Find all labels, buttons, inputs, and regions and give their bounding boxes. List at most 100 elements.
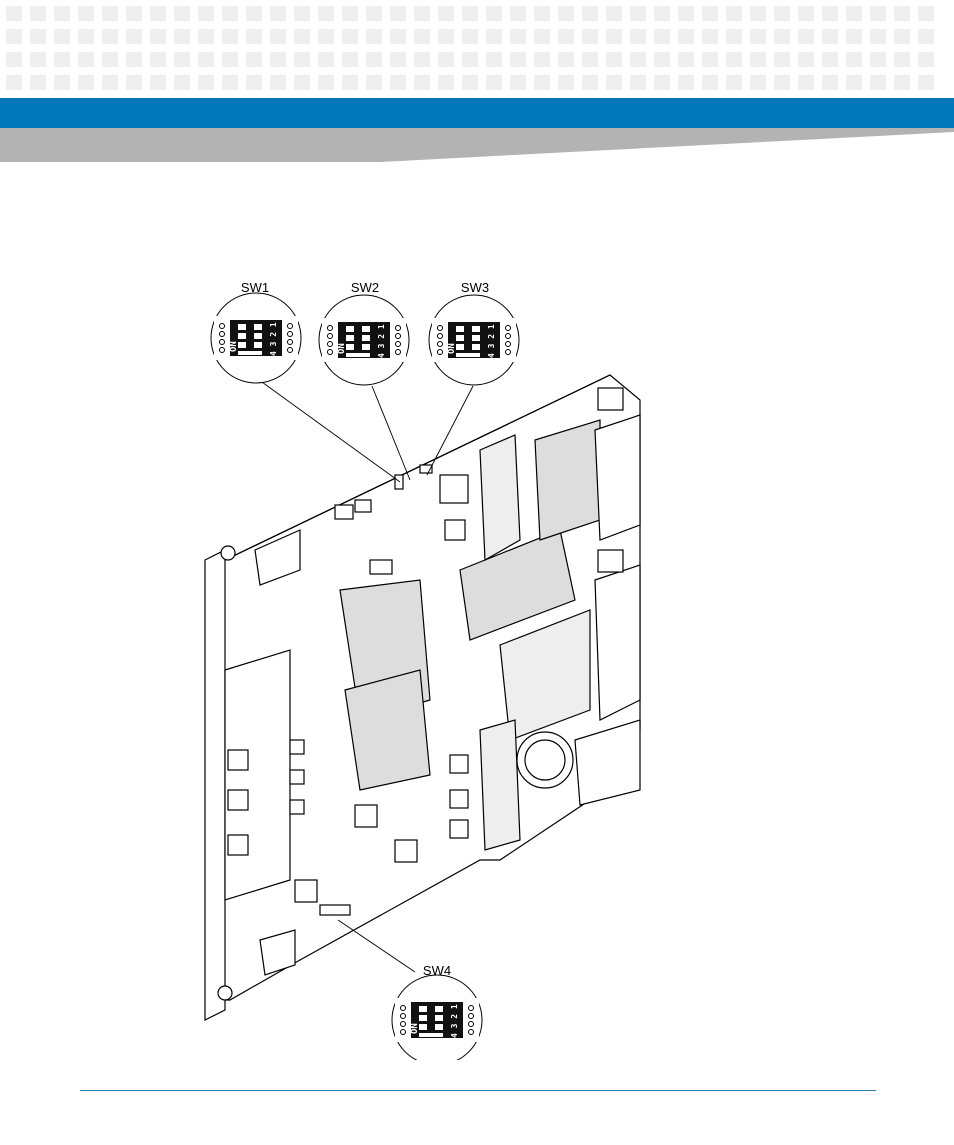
pattern-square <box>6 29 22 44</box>
pattern-square <box>510 52 526 67</box>
pattern-square <box>30 29 46 44</box>
pattern-square <box>774 52 790 67</box>
pattern-square <box>30 6 46 21</box>
pattern-square <box>102 6 118 21</box>
pattern-square <box>510 29 526 44</box>
pattern-square <box>822 75 838 90</box>
pattern-square <box>30 75 46 90</box>
switch-callout-sw2: SW2 <box>319 280 409 385</box>
pattern-square <box>270 75 286 90</box>
pattern-square <box>294 6 310 21</box>
pattern-square <box>366 52 382 67</box>
pattern-square <box>774 75 790 90</box>
pattern-square <box>222 52 238 67</box>
pattern-square <box>606 52 622 67</box>
pattern-square <box>102 29 118 44</box>
pattern-square <box>750 52 766 67</box>
switch-callout-sw3: SW3 <box>429 280 519 385</box>
pattern-square <box>558 52 574 67</box>
pattern-square <box>630 52 646 67</box>
pattern-square <box>654 75 670 90</box>
pattern-square <box>6 75 22 90</box>
pattern-square <box>198 75 214 90</box>
pattern-square <box>366 75 382 90</box>
pattern-square <box>702 29 718 44</box>
pattern-square <box>174 75 190 90</box>
pattern-square <box>150 52 166 67</box>
pattern-square <box>870 29 886 44</box>
sw4-on-text: ON <box>410 1023 420 1034</box>
pattern-square <box>222 6 238 21</box>
pattern-square <box>846 75 862 90</box>
pattern-square <box>414 75 430 90</box>
pattern-square <box>198 6 214 21</box>
sw3-positions: 4 3 2 1 <box>487 324 496 358</box>
pattern-square <box>798 29 814 44</box>
sw2-positions: 4 3 2 1 <box>377 324 386 358</box>
pattern-square <box>150 75 166 90</box>
pattern-square <box>606 29 622 44</box>
pattern-square <box>918 29 934 44</box>
switch-callout-sw4: SW4 <box>392 963 482 1060</box>
sw3-label: SW3 <box>461 280 489 295</box>
pattern-square <box>750 75 766 90</box>
pattern-square <box>438 75 454 90</box>
pattern-square <box>246 29 262 44</box>
pattern-square <box>54 29 70 44</box>
pattern-square <box>654 6 670 21</box>
pattern-square <box>486 6 502 21</box>
pattern-square <box>318 75 334 90</box>
pattern-square <box>342 6 358 21</box>
pattern-square <box>198 52 214 67</box>
pattern-square <box>318 6 334 21</box>
pattern-square <box>534 6 550 21</box>
pattern-square <box>846 52 862 67</box>
pattern-square <box>534 52 550 67</box>
pattern-square <box>342 29 358 44</box>
pattern-square <box>510 75 526 90</box>
sw2-label: SW2 <box>351 280 379 295</box>
pattern-square <box>342 75 358 90</box>
sw2-on-text: ON <box>337 343 347 354</box>
pattern-square <box>294 29 310 44</box>
pattern-square <box>678 52 694 67</box>
header-square-pattern <box>0 0 954 98</box>
pattern-square <box>582 29 598 44</box>
pattern-square <box>270 29 286 44</box>
pattern-square <box>270 52 286 67</box>
pattern-square <box>78 52 94 67</box>
pattern-square <box>318 29 334 44</box>
pattern-square <box>582 6 598 21</box>
pattern-square <box>390 75 406 90</box>
sw3-on-text: ON <box>447 343 457 354</box>
pattern-square <box>606 75 622 90</box>
pattern-square <box>246 75 262 90</box>
pattern-square <box>438 29 454 44</box>
pattern-square <box>54 6 70 21</box>
pattern-square <box>822 6 838 21</box>
sw1-on-text: ON <box>229 341 239 352</box>
pattern-square <box>270 6 286 21</box>
pattern-square <box>870 6 886 21</box>
pattern-square <box>294 75 310 90</box>
board-drawing <box>205 375 640 1020</box>
pattern-square <box>318 52 334 67</box>
pattern-square <box>894 52 910 67</box>
pattern-square <box>702 52 718 67</box>
pattern-square <box>78 6 94 21</box>
pattern-square <box>366 29 382 44</box>
header-blue-band <box>0 98 954 128</box>
pattern-square <box>6 52 22 67</box>
pattern-square <box>798 75 814 90</box>
pattern-square <box>246 6 262 21</box>
pattern-square <box>702 75 718 90</box>
pattern-square <box>822 29 838 44</box>
pattern-square <box>222 29 238 44</box>
pattern-square <box>54 75 70 90</box>
pattern-square <box>54 52 70 67</box>
pattern-square <box>174 29 190 44</box>
sw4-positions: 4 3 2 1 <box>450 1004 459 1038</box>
pattern-square <box>726 29 742 44</box>
pattern-square <box>558 6 574 21</box>
pattern-square <box>534 29 550 44</box>
